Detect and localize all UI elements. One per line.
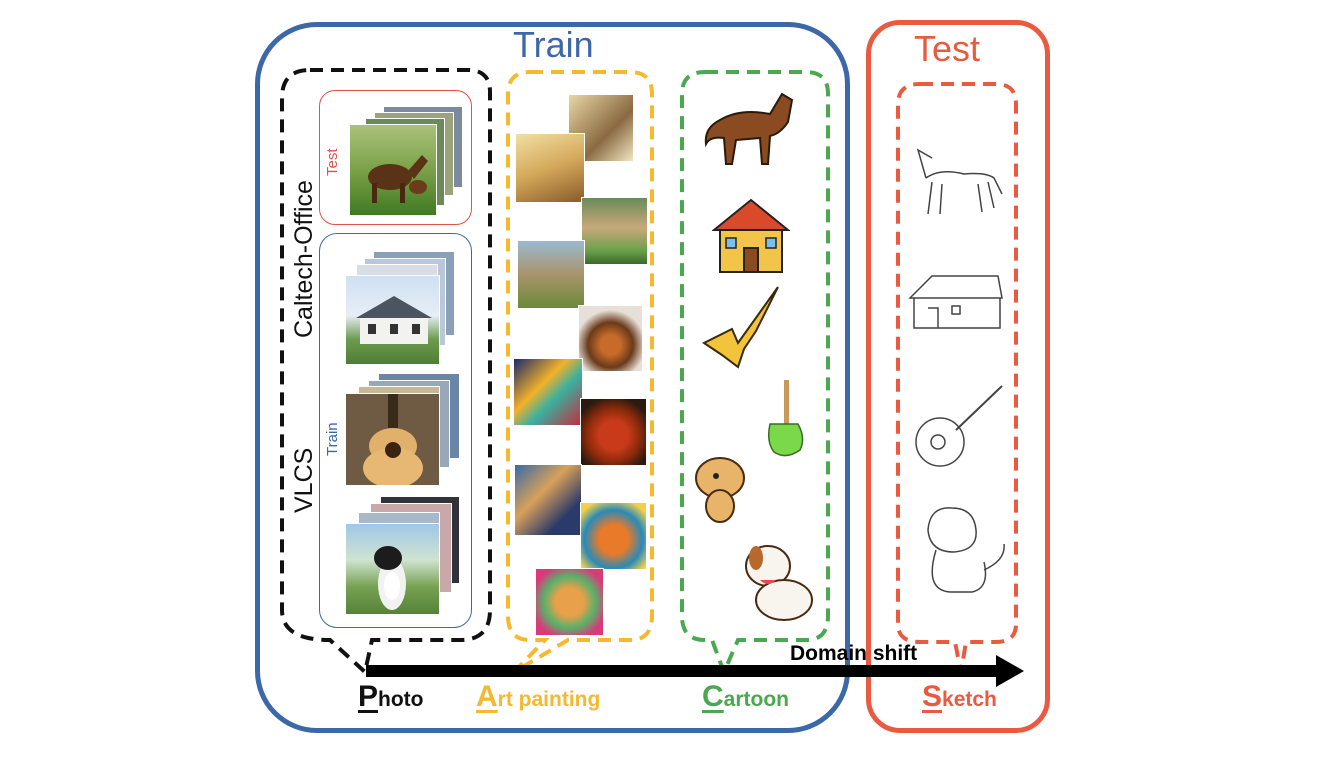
photo-test-box — [319, 90, 472, 225]
domain-shift-arrow-head — [996, 655, 1024, 687]
photo-callout — [280, 68, 492, 676]
photo-train-box — [319, 233, 472, 628]
train-title: Train — [513, 24, 594, 65]
photo-horse-image — [349, 124, 437, 216]
sketch-house-icon — [908, 275, 1003, 329]
photo-guitar-image — [345, 393, 440, 486]
domain-label-photo: Photo — [358, 680, 424, 713]
art-dog-image-2 — [580, 502, 647, 570]
art-guitar-image-1 — [578, 305, 643, 372]
guitar-icon — [363, 394, 423, 485]
art-house-image-1 — [581, 197, 648, 265]
cartoon-guitar-icon-1 — [702, 286, 779, 369]
dog-icon — [374, 546, 406, 610]
cartoon-guitar-icon-2 — [767, 380, 804, 457]
test-title: Test — [914, 28, 981, 69]
train-frame — [255, 22, 850, 733]
domain-label-art-painting: Art painting — [476, 680, 601, 713]
domain-label-sketch: Sketch — [922, 680, 997, 713]
photo-house-image — [345, 275, 440, 365]
sketch-horse-icon — [916, 148, 1003, 215]
domain-shift-label: Domain shift — [790, 642, 918, 665]
test-frame — [866, 20, 1050, 733]
sketch-guitar-icon — [915, 385, 1003, 467]
art-guitar-image-2 — [513, 358, 583, 426]
photo-test-label: Test — [324, 148, 341, 176]
sketch-dog-icon — [927, 507, 1005, 593]
art-callout — [506, 70, 654, 674]
caltech-office-label: Caltech-Office — [290, 180, 318, 338]
domain-label-cartoon: Cartoon — [702, 680, 789, 713]
cartoon-house-icon — [712, 198, 790, 273]
art-dog-image-3 — [535, 568, 604, 636]
cartoon-dog-icon-1 — [695, 457, 745, 523]
horse-icon — [368, 155, 428, 203]
art-horse-image-2 — [515, 133, 585, 203]
house-icon — [356, 296, 432, 344]
art-guitar-image-3 — [580, 398, 647, 466]
art-house-image-2 — [517, 240, 585, 309]
vlcs-label: VLCS — [290, 447, 318, 513]
art-dog-image-1 — [514, 464, 582, 536]
cartoon-dog-icon-2 — [745, 545, 813, 621]
cartoon-callout — [680, 70, 830, 678]
cartoon-horse-icon — [704, 92, 794, 165]
photo-train-label: Train — [324, 422, 341, 456]
domain-shift-arrow-shaft — [366, 665, 998, 677]
sketch-callout — [896, 82, 1018, 673]
photo-dog-image — [345, 523, 440, 615]
